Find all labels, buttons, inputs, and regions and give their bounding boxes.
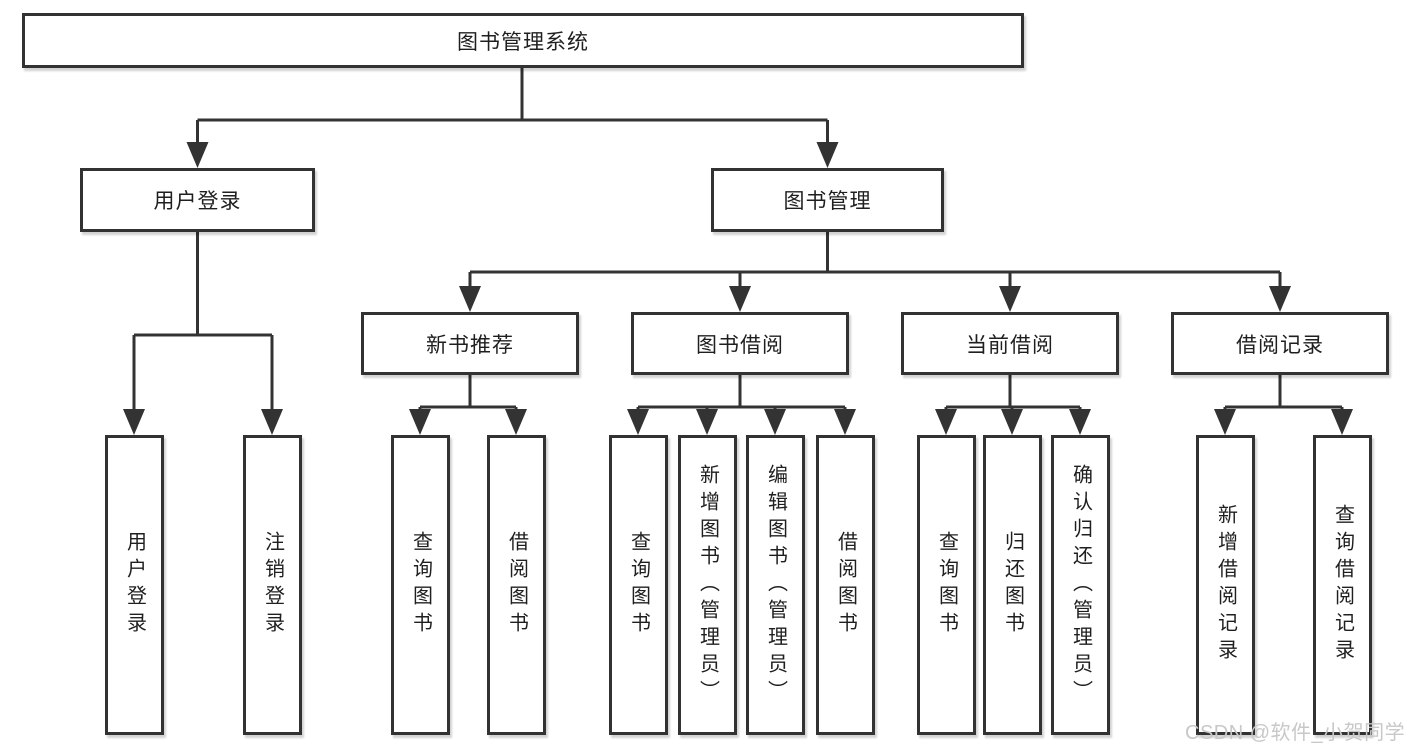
node-borrow-records: 借阅记录 [1171,312,1389,375]
leaf-label: 新增图书（管理员） [696,463,719,707]
leaf-label: 查询图书 [935,531,958,639]
leaf-label: 编辑图书（管理员） [764,463,787,707]
node-book-borrow: 图书借阅 [631,312,849,375]
node-new-book-recommend: 新书推荐 [361,312,579,375]
node-label: 图书借阅 [696,333,784,357]
csdn-watermark: CSDN @软件_小贺同学 [1185,722,1405,744]
leaf-label: 新增借阅记录 [1214,504,1237,666]
leaf-add-books-admin: 新增图书（管理员） [678,435,737,735]
leaf-label: 查询图书 [409,531,432,639]
leaf-borrow-books: 借阅图书 [816,435,875,735]
leaf-query-books-recommend: 查询图书 [391,435,450,735]
leaf-query-borrow-record: 查询借阅记录 [1313,435,1372,735]
node-current-borrow: 当前借阅 [901,312,1119,375]
leaf-label: 确认归还（管理员） [1069,463,1092,707]
node-label: 新书推荐 [426,333,514,357]
node-label: 借阅记录 [1236,333,1324,357]
leaf-add-borrow-record: 新增借阅记录 [1196,435,1255,735]
leaf-label: 用户登录 [123,531,146,639]
leaf-query-books-current: 查询图书 [917,435,976,735]
node-label: 当前借阅 [966,333,1054,357]
leaf-edit-books-admin: 编辑图书（管理员） [746,435,805,735]
leaf-label: 归还图书 [1001,531,1024,639]
leaf-confirm-return-admin: 确认归还（管理员） [1051,435,1110,735]
leaf-label: 查询借阅记录 [1331,504,1354,666]
leaf-query-books-borrow: 查询图书 [609,435,668,735]
node-label: 图书管理 [783,190,872,213]
leaf-user-login: 用户登录 [105,435,164,735]
leaf-label: 借阅图书 [505,531,528,639]
node-label: 图书管理系统 [457,30,589,54]
leaf-label: 借阅图书 [834,531,857,639]
leaf-return-books: 归还图书 [983,435,1042,735]
node-label: 用户登录 [153,190,242,213]
leaf-borrow-books-recommend: 借阅图书 [487,435,546,735]
leaf-label: 查询图书 [627,531,650,639]
node-book-management: 图书管理 [711,168,944,232]
node-root-system: 图书管理系统 [22,13,1024,68]
leaf-logout: 注销登录 [243,435,302,735]
node-user-login: 用户登录 [80,168,315,232]
leaf-label: 注销登录 [261,531,284,639]
